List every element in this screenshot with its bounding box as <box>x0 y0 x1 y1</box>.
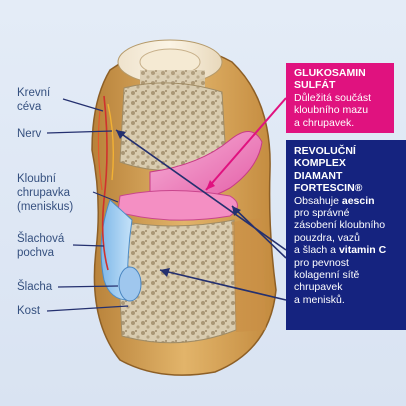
fortescin-text: Obsahuje aescin pro správné zásobení klo… <box>294 195 398 307</box>
label-krevni-ceva: Krevní céva <box>17 87 51 113</box>
fortescin-aescin: aescin <box>341 194 375 207</box>
glucosamine-info-box: GLUKOSAMIN SULFÁT Důležitá součást kloub… <box>286 63 394 133</box>
fortescin-info-box: REVOLUČNÍ KOMPLEX DIAMANT FORTESCIN® Obs… <box>286 140 406 330</box>
label-slacha: Šlacha <box>17 281 53 293</box>
label-kloubni-chrupavka: Kloubní chrupavka (meniskus) <box>17 173 74 213</box>
glucosamine-title: GLUKOSAMIN SULFÁT <box>294 67 366 92</box>
glucosamine-text: Důležitá součást kloubního mazu a chrupa… <box>294 91 372 129</box>
fortescin-text-part-2: pro správné zásobení kloubního pouzdra, … <box>294 207 386 257</box>
label-slachova-pochva: Šlachová pochva <box>17 233 65 259</box>
label-nerv: Nerv <box>17 128 42 140</box>
fortescin-title: REVOLUČNÍ KOMPLEX DIAMANT FORTESCIN® <box>294 145 363 195</box>
fortescin-vitamin-c: vitamin C <box>338 244 387 257</box>
label-kost: Kost <box>17 305 41 317</box>
fortescin-text-part-3: pro pevnost kolagenní sítě chrupavek a m… <box>294 256 360 306</box>
fortescin-text-part-1: Obsahuje <box>294 194 342 207</box>
